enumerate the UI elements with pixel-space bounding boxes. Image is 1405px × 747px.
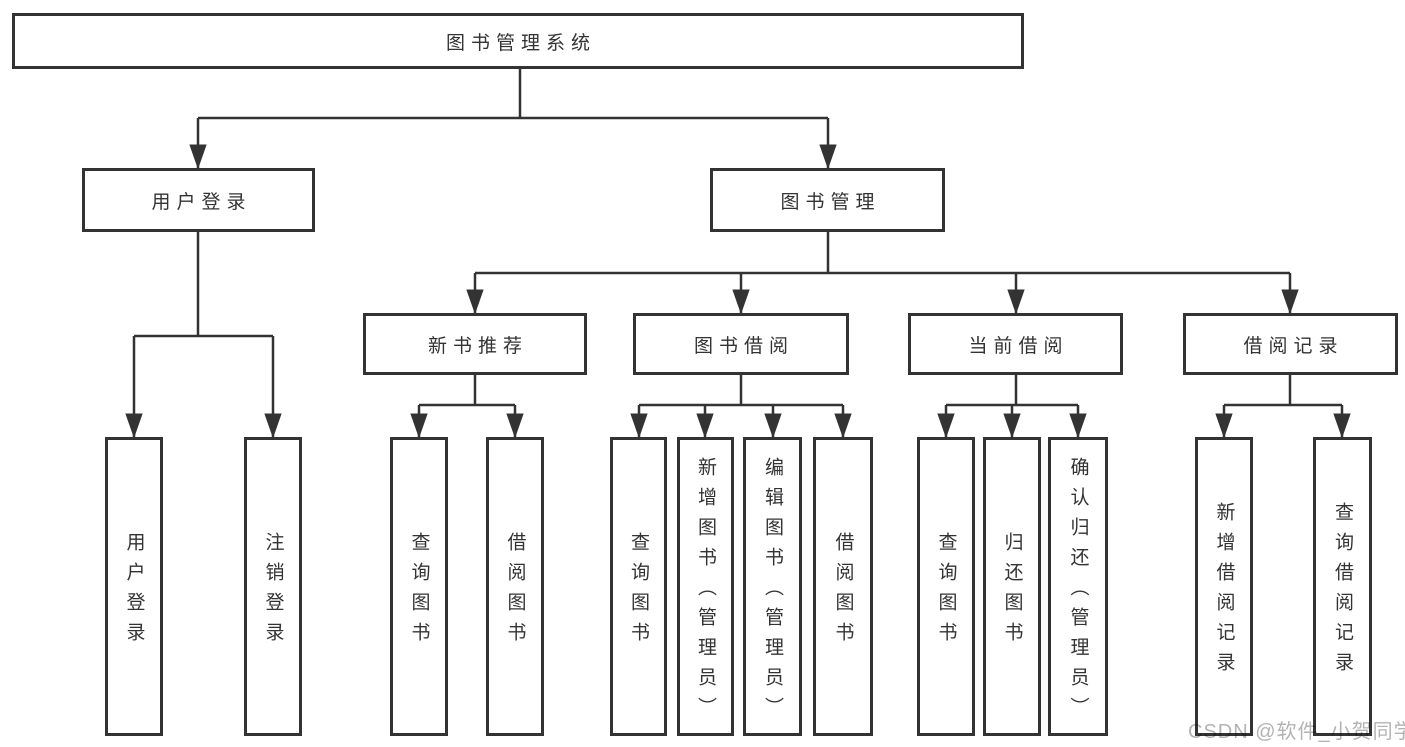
leaf-query-books-borrowing: 查询图书 bbox=[610, 437, 667, 736]
node-root-system-label: 图书管理系统 bbox=[445, 32, 596, 54]
node-book-borrowing-label: 图书借阅 bbox=[693, 335, 794, 357]
node-book-borrowing: 图书借阅 bbox=[633, 313, 849, 375]
node-current-borrowing: 当前借阅 bbox=[908, 313, 1123, 375]
node-root-system: 图书管理系统 bbox=[12, 13, 1024, 69]
node-user-login: 用户登录 bbox=[82, 168, 315, 232]
node-new-book-recommend-label: 新书推荐 bbox=[427, 335, 528, 357]
node-book-management-label: 图书管理 bbox=[780, 191, 881, 213]
node-borrowing-records-label: 借阅记录 bbox=[1243, 335, 1344, 357]
leaf-add-books-admin: 新增图书（管理员） bbox=[677, 437, 734, 736]
leaf-edit-books-admin: 编辑图书（管理员） bbox=[743, 437, 802, 736]
leaf-query-books-current: 查询图书 bbox=[917, 437, 975, 736]
leaf-return-books: 归还图书 bbox=[983, 437, 1041, 736]
csdn-watermark: CSDN @软件_小贺同学 bbox=[1188, 721, 1405, 743]
leaf-borrow-books-borrowing: 借阅图书 bbox=[813, 437, 873, 736]
node-user-login-label: 用户登录 bbox=[151, 191, 252, 213]
leaf-confirm-return-admin: 确认归还（管理员） bbox=[1048, 437, 1108, 736]
leaf-add-borrow-record: 新增借阅记录 bbox=[1195, 437, 1253, 736]
node-new-book-recommend: 新书推荐 bbox=[363, 313, 587, 375]
leaf-query-books-recommend: 查询图书 bbox=[390, 437, 448, 736]
leaf-user-login: 用户登录 bbox=[105, 437, 163, 736]
leaf-borrow-books-recommend: 借阅图书 bbox=[486, 437, 544, 736]
leaf-query-borrow-record: 查询借阅记录 bbox=[1313, 437, 1372, 736]
leaf-logout-login: 注销登录 bbox=[244, 437, 302, 736]
node-borrowing-records: 借阅记录 bbox=[1183, 313, 1398, 375]
node-current-borrowing-label: 当前借阅 bbox=[968, 335, 1069, 357]
node-book-management: 图书管理 bbox=[710, 168, 945, 232]
